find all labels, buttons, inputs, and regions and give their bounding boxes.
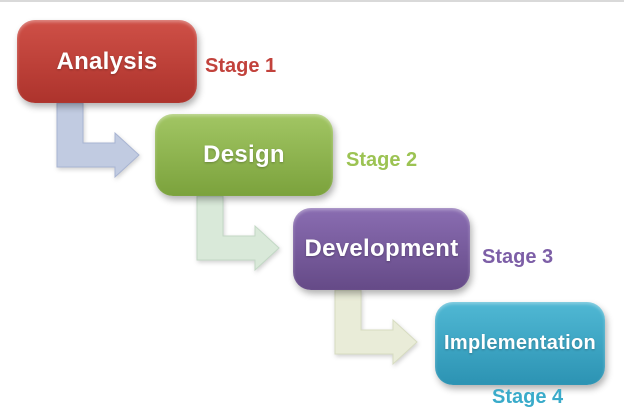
elbow-arrow-icon bbox=[56, 102, 140, 179]
elbow-arrow-shape bbox=[56, 102, 140, 179]
top-edge-line bbox=[0, 0, 624, 2]
elbow-arrow-icon bbox=[334, 289, 418, 366]
stage-caption-2: Stage 2 bbox=[346, 149, 418, 171]
stage-caption-3: Stage 3 bbox=[482, 246, 554, 268]
stage-block-label: Design bbox=[203, 141, 285, 168]
stage-block-analysis: Analysis bbox=[17, 20, 197, 103]
elbow-arrow-icon bbox=[196, 195, 280, 272]
stage-block-implementation: Implementation bbox=[435, 302, 605, 385]
elbow-arrow-shape bbox=[196, 195, 280, 272]
stage-block-development: Development bbox=[293, 208, 470, 290]
stage-block-label: Analysis bbox=[56, 47, 158, 75]
stage-block-label: Development bbox=[304, 235, 459, 262]
stage-caption-4: Stage 4 bbox=[492, 386, 564, 408]
stage-block-design: Design bbox=[155, 114, 333, 196]
stage-caption-1: Stage 1 bbox=[205, 55, 277, 77]
stage-block-label: Implementation bbox=[444, 332, 596, 354]
elbow-arrow-shape bbox=[334, 289, 418, 366]
